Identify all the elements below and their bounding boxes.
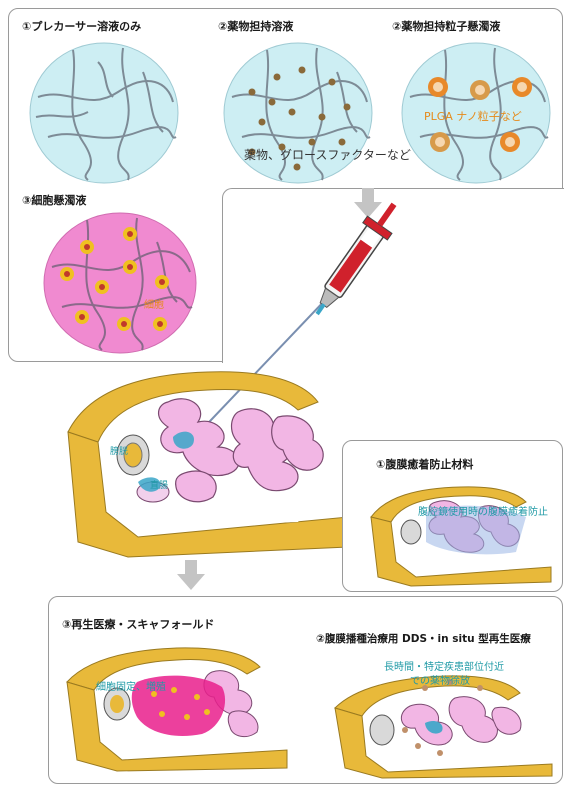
sustained-release-note-line2: での薬物徐放 <box>410 672 470 687</box>
cell-fixation-note: 細胞固定、増殖 <box>96 678 166 693</box>
bladder-label: 膀胱 <box>110 444 128 457</box>
peritoneal-dds-title: ②腹膜播種治療用 DDS・in situ 型再生医療 <box>316 631 531 646</box>
rectum-label: 直腸 <box>150 478 168 491</box>
adhesion-prevention-title: ①腹膜癒着防止材料 <box>376 456 473 472</box>
label-precursor-only: ①プレカーサー溶液のみ <box>22 18 141 34</box>
regeneration-scaffold-title: ③再生医療・スキャフォールド <box>62 616 214 632</box>
adhesion-section-illustration <box>366 482 558 587</box>
plga-nanoparticle-note: PLGA ナノ粒子など <box>424 108 522 124</box>
label-drug-solution: ②薬物担持溶液 <box>218 18 293 34</box>
drug-growth-factor-note: 薬物、グロースファクターなど <box>244 146 411 163</box>
label-drug-particle-suspension: ②薬物担持粒子懸濁液 <box>392 18 500 34</box>
down-arrow-icon <box>176 560 206 592</box>
cell-note: 細胞 <box>144 296 164 311</box>
cell-suspension-circle <box>42 212 198 354</box>
precursor-circle <box>28 42 180 184</box>
label-cell-suspension: ③細胞懸濁液 <box>22 192 86 208</box>
sustained-release-note-line1: 長時間・特定疾患部位付近 <box>384 658 504 673</box>
scaffold-section-illustration <box>62 642 292 772</box>
pelvic-cross-section <box>58 362 358 562</box>
adhesion-prevention-note: 腹腔鏡使用時の腹膜癒着防止 <box>418 503 548 518</box>
